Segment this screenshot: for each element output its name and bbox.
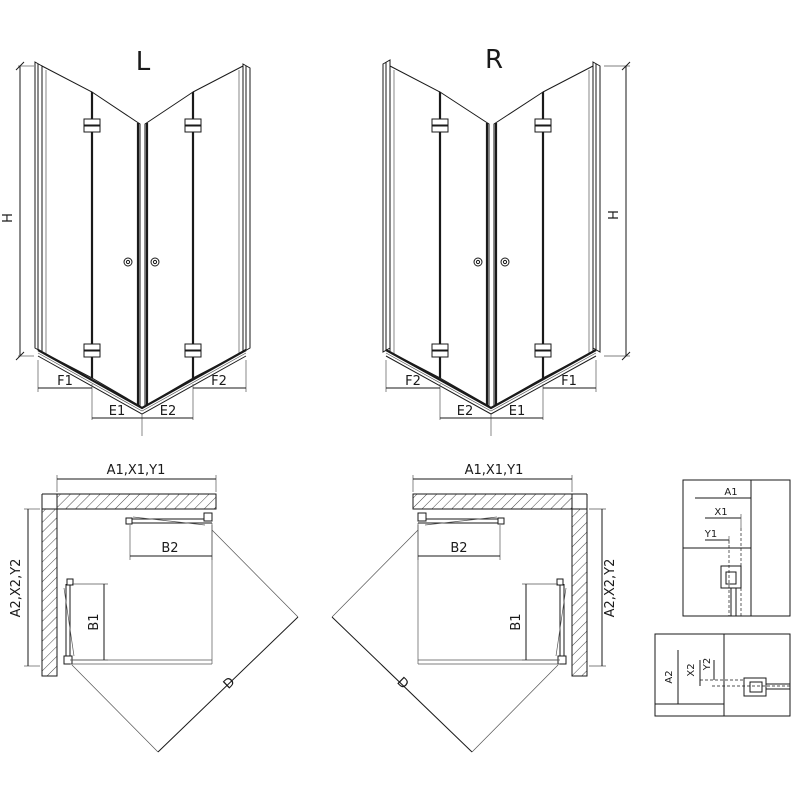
hinge-icons [431, 118, 552, 358]
height-dimension-right: H [604, 61, 631, 361]
dim-label: E2 [457, 404, 474, 419]
dim-label: F1 [57, 374, 73, 389]
hinge-icon [534, 118, 552, 126]
wall-profile-left [34, 61, 43, 353]
height-label-left: H [1, 213, 16, 223]
hinge-icon [184, 343, 202, 351]
handle-icons [123, 257, 160, 267]
plan-right: A1,X1,Y1 A2,X2,Y2 B2 B1 D [331, 463, 618, 753]
plan-left: A1,X1,Y1 A2,X2,Y2 B2 B1 [9, 463, 299, 753]
hinge-icon [534, 350, 552, 358]
plan-width-label: A1,X1,Y1 [465, 463, 524, 478]
knob-icon [123, 257, 133, 267]
hinge-icons [83, 118, 202, 358]
height-label-right: H [607, 210, 622, 220]
hinge-icon [534, 125, 552, 133]
hinge-icon [184, 118, 202, 126]
hinge-icon [431, 118, 449, 126]
bottom-dimensions-right: F2 E2 E1 F1 [385, 360, 597, 436]
dim-label: E1 [509, 404, 526, 419]
plan-diag-label: D [394, 675, 412, 693]
wall-profile-right [242, 63, 251, 353]
glass-panels-left-side [389, 65, 490, 407]
wall-profile-right [592, 61, 601, 353]
wall-top [56, 493, 217, 510]
detail-label: A2 [664, 670, 675, 683]
plan-b2-label: B2 [450, 541, 467, 556]
dim-label: F1 [561, 374, 577, 389]
hinge-icon [83, 125, 101, 133]
hinge-icon [431, 343, 449, 351]
detail-label: A1 [724, 487, 737, 498]
wall-profile-left [382, 59, 391, 353]
wall-right [571, 508, 588, 677]
hinge-icon [431, 350, 449, 358]
plan-b1-label: B1 [509, 613, 524, 630]
view-title-right: R [485, 45, 503, 75]
plan-width-label: A1,X1,Y1 [107, 463, 166, 478]
knob-icon [150, 257, 160, 267]
dim-label: E1 [109, 404, 126, 419]
plan-height-label: A2,X2,Y2 [9, 559, 24, 618]
glass-panels-right-side [493, 65, 594, 407]
wall-top [412, 493, 573, 510]
elevation-left: L [1, 47, 251, 436]
wall-left [41, 508, 58, 677]
detail-label: X2 [686, 663, 697, 676]
detail-bottom: A2 X2 Y2 [654, 633, 791, 717]
detail-label: Y2 [702, 658, 713, 671]
elevation-right: R [382, 45, 631, 436]
hinge-icon [83, 350, 101, 358]
dim-label: E2 [160, 404, 177, 419]
hinge-icon [83, 343, 101, 351]
plan-b1-label: B1 [87, 613, 102, 630]
dim-label: F2 [405, 374, 421, 389]
hinge-icon [431, 125, 449, 133]
knob-icon [500, 257, 510, 267]
height-dimension-left: H [1, 61, 34, 361]
detail-label: Y1 [704, 529, 717, 540]
handle-icons [473, 257, 510, 267]
hinge-icon [534, 343, 552, 351]
dim-label: F2 [211, 374, 227, 389]
knob-icon [473, 257, 483, 267]
hinge-icon [83, 118, 101, 126]
view-title-left: L [136, 47, 151, 77]
detail-top: A1 X1 Y1 [682, 479, 791, 617]
detail-label: X1 [714, 507, 727, 518]
glass-panels-right-side [144, 65, 244, 407]
hinge-icon [184, 125, 202, 133]
plan-b2-label: B2 [161, 541, 178, 556]
bottom-dimensions-left: F1 E1 E2 F2 [37, 360, 247, 436]
plan-height-label: A2,X2,Y2 [603, 559, 618, 618]
glass-panels-left-side [41, 65, 141, 407]
hinge-icon [184, 350, 202, 358]
